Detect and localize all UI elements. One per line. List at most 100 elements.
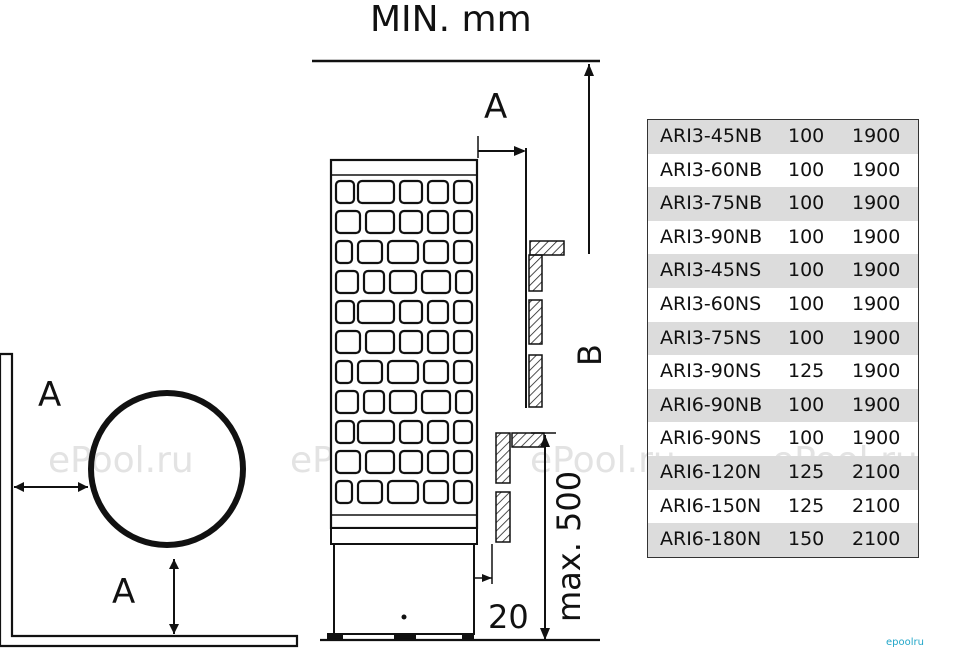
stone (334, 329, 362, 355)
stone (334, 209, 362, 235)
stone (398, 329, 424, 355)
model-cell: ARI3-75NS (647, 321, 788, 356)
stone (398, 419, 424, 445)
clearance-a-cell: 150 (788, 523, 852, 558)
stone (452, 449, 474, 475)
clearance-b-cell: 2100 (852, 523, 919, 558)
stone (356, 179, 396, 205)
stone (334, 179, 356, 205)
stone (356, 239, 384, 265)
stone (426, 449, 450, 475)
model-cell: ARI3-45NS (647, 254, 788, 288)
watermark: ePool.ru (48, 440, 194, 481)
label-a-bottom: A (112, 572, 135, 612)
clearance-b-cell: 1900 (852, 158, 901, 181)
stone (422, 479, 450, 505)
stone (364, 209, 396, 235)
stone (452, 179, 474, 205)
stone (362, 389, 386, 415)
stone (334, 479, 354, 505)
stone (388, 269, 418, 295)
stone (388, 389, 418, 415)
stone (454, 269, 474, 295)
stone (356, 479, 384, 505)
arrow-head (584, 64, 594, 76)
wall-bracket (529, 240, 565, 256)
clearance-b-cell: 1900 (852, 119, 919, 154)
model-cell: ARI6-120N (647, 455, 788, 490)
stone (334, 359, 354, 385)
stone (334, 239, 354, 265)
wall-section (528, 254, 543, 292)
stone (334, 299, 356, 325)
heater-top-circle (88, 390, 246, 548)
stone (334, 269, 360, 295)
stone (364, 329, 396, 355)
stone (398, 209, 424, 235)
heater-foot (462, 633, 474, 640)
label-gap: 20 (488, 598, 529, 636)
wall-section (495, 432, 511, 484)
stone (420, 389, 452, 415)
stone (422, 359, 450, 385)
heater-foot (327, 633, 343, 640)
wall-section (528, 354, 543, 408)
clearance-a-cell: 100 (788, 388, 852, 423)
stone (452, 359, 474, 385)
clearance-a-cell: 100 (788, 427, 825, 450)
clearance-b-cell: 1900 (852, 388, 919, 423)
heater-stones (334, 179, 474, 505)
clearance-b-cell: 1900 (852, 225, 901, 248)
diagram-title: MIN. mm (370, 0, 532, 40)
clearance-b-cell: 1900 (852, 427, 901, 450)
clearance-a-cell: 125 (788, 455, 852, 490)
clearance-a-cell: 100 (788, 225, 825, 248)
stone (452, 479, 474, 505)
model-cell: ARI3-60NB (660, 158, 763, 181)
clearance-b-cell: 1900 (852, 187, 919, 221)
clearance-a-cell: 100 (788, 119, 852, 154)
wall-section (528, 299, 543, 345)
label-a-side: A (38, 375, 61, 415)
clearance-a-cell: 125 (788, 360, 825, 383)
model-cell: ARI3-60NS (660, 292, 762, 315)
indicator-dot (401, 614, 407, 620)
clearance-b-cell: 2100 (852, 494, 901, 517)
stone (422, 239, 450, 265)
clearance-b-cell: 1900 (852, 321, 919, 356)
clearance-a-cell: 125 (788, 494, 825, 517)
stone (420, 269, 452, 295)
wall-section (495, 491, 511, 543)
stone (426, 299, 450, 325)
stone (452, 419, 474, 445)
clearance-b-cell: 1900 (852, 360, 901, 383)
arrow-head (482, 574, 492, 582)
clearance-a-cell: 100 (788, 254, 852, 288)
stone (334, 449, 362, 475)
stone (452, 209, 474, 235)
stone (398, 299, 424, 325)
heater-foot (394, 633, 416, 640)
stone (452, 299, 474, 325)
stone (386, 359, 420, 385)
clearance-b-cell: 1900 (852, 292, 901, 315)
clearance-a-cell: 100 (788, 321, 852, 356)
stone (364, 449, 396, 475)
corner-logo: epoolru (886, 637, 924, 648)
heater-collar (330, 527, 478, 545)
stone (452, 239, 474, 265)
clearance-a-cell: 100 (788, 187, 852, 221)
stone (398, 449, 424, 475)
